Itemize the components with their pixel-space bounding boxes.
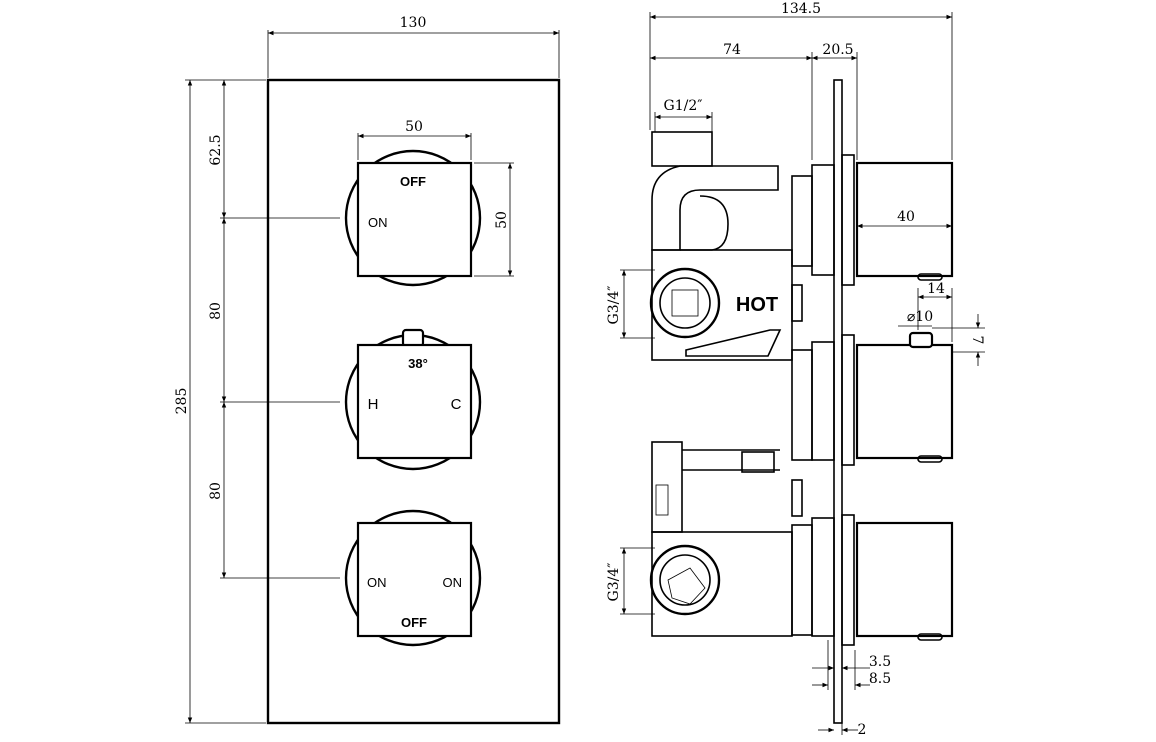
dim-spacing-1-label: 80 (208, 302, 224, 320)
dim-side-top: 134.5 74 20.5 G1/2″ (649, 1, 953, 160)
top-control-on-label: ON (368, 215, 388, 230)
dim-handle-depth-label: 40 (897, 209, 915, 225)
lower-body: G3/4″ (606, 441, 813, 637)
dim-total-depth-label: 134.5 (781, 1, 821, 17)
dim-handle-depth: 40 (857, 209, 952, 229)
dim-pin: 14 ⌀10 7 (898, 281, 985, 366)
dim-plate-bottom: 3.5 8.5 2 (812, 640, 891, 738)
dim-front-height-label: 285 (174, 388, 190, 415)
dim-front-height: 285 (174, 79, 266, 724)
wall-plate (811, 79, 855, 724)
dim-front-chain: 62.5 80 80 (208, 80, 340, 579)
top-control-off-label: OFF (400, 174, 426, 189)
middle-control-cold-label: C (451, 396, 462, 413)
bottom-control-off-label: OFF (401, 615, 427, 630)
side-handles (855, 161, 954, 641)
dim-plate-b-label: 8.5 (869, 671, 891, 687)
middle-control-pin (401, 328, 425, 348)
dim-plate-thickness-label: 2 (858, 722, 867, 738)
dim-spacing-2-label: 80 (208, 482, 224, 500)
upper-body (651, 131, 813, 461)
dim-handle-width-label: 50 (405, 119, 423, 135)
dim-plate-a-label: 3.5 (869, 654, 891, 670)
bottom-control-on-left-label: ON (367, 575, 387, 590)
top-inlet (651, 131, 713, 167)
side-handle-bottom (855, 521, 954, 638)
dim-inlet-mid-label: G3/4″ (606, 286, 622, 325)
bottom-control-on-right-label: ON (443, 575, 463, 590)
dim-pin-height-label: 7 (969, 336, 985, 345)
dim-pin-length-label: 14 (927, 281, 945, 297)
side-hot-label: HOT (736, 294, 778, 316)
side-handle-pin (908, 331, 934, 349)
middle-control-hot-label: H (368, 396, 379, 413)
mid-inlet: HOT G3/4″ (606, 267, 803, 357)
front-view: 130 285 62.5 80 80 OFF ON (174, 15, 561, 725)
dim-top-offset-label: 62.5 (208, 134, 224, 165)
dim-handle-height-label: 50 (494, 211, 510, 229)
dim-inlet-top-label: G1/2″ (664, 98, 703, 114)
bottom-control: ON ON OFF (344, 509, 482, 647)
side-handle-middle (855, 343, 954, 460)
side-view: 134.5 74 20.5 G1/2″ HOT (606, 1, 985, 738)
top-control: OFF ON 50 50 (344, 119, 514, 287)
dim-body-depth-label: 74 (723, 42, 741, 58)
middle-control-handle (356, 343, 473, 460)
middle-control-temp-label: 38° (408, 356, 428, 371)
dim-front-width: 130 (267, 15, 560, 78)
dim-inlet-bottom-label: G3/4″ (606, 563, 622, 602)
top-control-handle (356, 161, 473, 278)
side-handle-top (855, 161, 954, 278)
bottom-control-handle (356, 521, 473, 638)
front-plate (266, 78, 561, 725)
dim-pin-diameter-label: ⌀10 (907, 309, 933, 325)
middle-control: 38° H C (344, 328, 482, 471)
dim-front-width-label: 130 (400, 15, 427, 31)
dim-plate-offset-label: 20.5 (822, 42, 853, 58)
